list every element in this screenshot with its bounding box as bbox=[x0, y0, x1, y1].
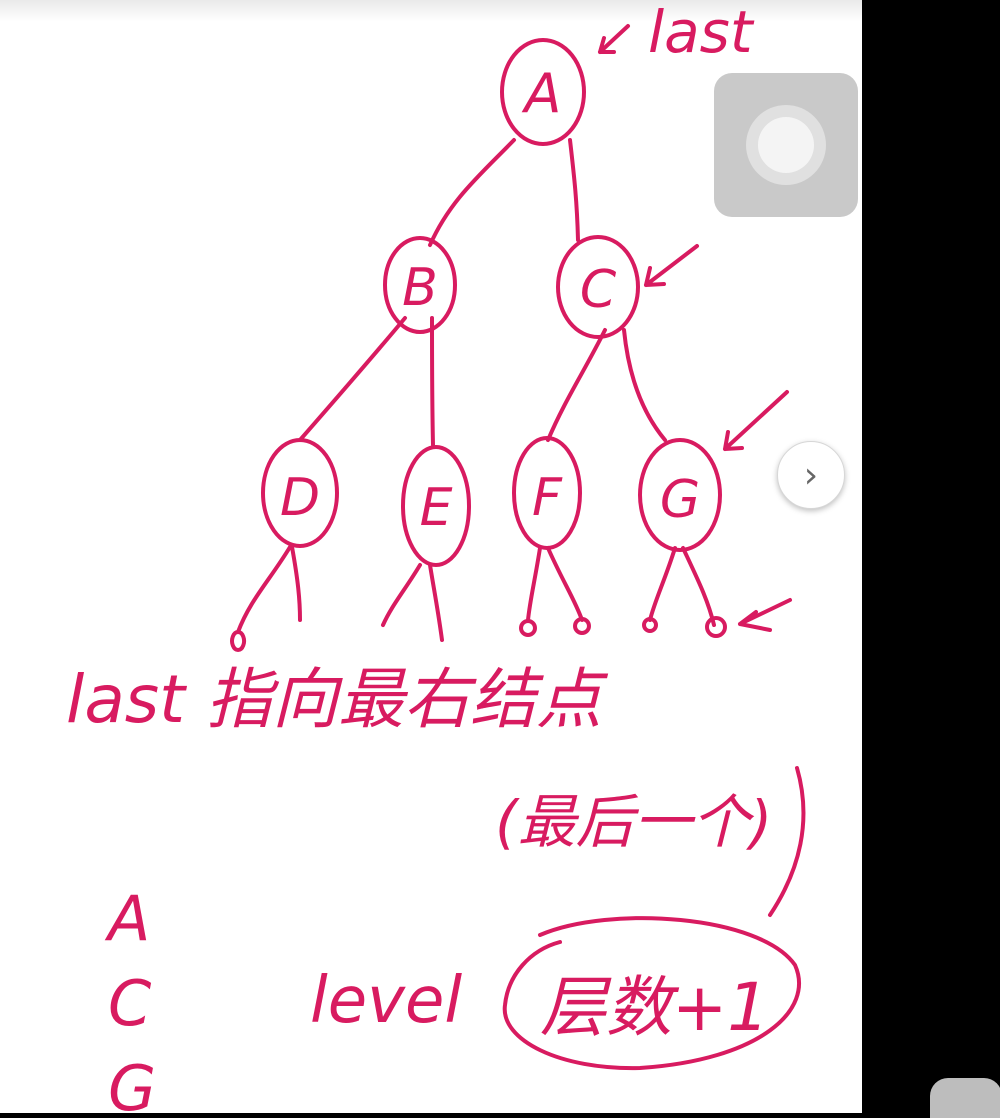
null-links-d bbox=[230, 545, 302, 652]
node-d-circle bbox=[261, 438, 339, 548]
node-c-label: C bbox=[580, 260, 617, 320]
edge-b-e bbox=[430, 316, 435, 447]
null-circle-1 bbox=[519, 619, 537, 637]
null-circle-3 bbox=[642, 617, 658, 633]
chevron-right-icon: › bbox=[803, 454, 819, 496]
node-b-circle bbox=[383, 236, 457, 334]
edge-c-g bbox=[622, 328, 667, 442]
node-g-circle bbox=[638, 438, 722, 552]
node-a-circle bbox=[500, 38, 586, 146]
arrow-to-c bbox=[644, 244, 699, 287]
node-e-circle bbox=[401, 445, 471, 567]
edge-b-d bbox=[298, 316, 407, 442]
edge-c-f bbox=[546, 328, 607, 442]
node-a-label: A bbox=[522, 62, 562, 125]
last-pointer-label: last bbox=[648, 0, 755, 66]
left-column-item-3: G bbox=[108, 1052, 156, 1113]
node-b-label: B bbox=[402, 258, 438, 318]
bracket-connector bbox=[768, 766, 806, 917]
level-note-ring bbox=[502, 916, 801, 1071]
arrow-to-a bbox=[598, 24, 630, 54]
handwriting-layer: A B C D E F G last last 指向最右结点 (最后一个) A … bbox=[66, 0, 806, 1113]
level-word: level bbox=[310, 964, 462, 1038]
note-line-1: last 指向最右结点 bbox=[66, 661, 609, 738]
node-d-label: D bbox=[280, 468, 320, 528]
left-column-item-2: C bbox=[108, 967, 152, 1040]
arrow-to-null bbox=[738, 598, 792, 632]
app-logo-icon bbox=[930, 1078, 1000, 1118]
null-links-g bbox=[648, 546, 716, 627]
node-c-circle bbox=[556, 235, 640, 339]
left-column-item-1: A bbox=[104, 882, 150, 955]
level-note: 层数+1 bbox=[540, 969, 769, 1046]
edge-a-b bbox=[428, 138, 516, 247]
node-e-label: E bbox=[420, 478, 453, 538]
node-g-label: G bbox=[660, 470, 700, 530]
edge-a-c bbox=[568, 138, 580, 242]
null-circle-4 bbox=[705, 616, 727, 638]
node-f-label: F bbox=[532, 468, 563, 528]
null-links-e bbox=[381, 563, 444, 642]
arrow-to-g bbox=[723, 390, 789, 451]
note-line-2: (最后一个) bbox=[495, 788, 772, 856]
null-circle-2 bbox=[573, 617, 591, 635]
next-page-button[interactable]: › bbox=[777, 441, 845, 509]
assistive-touch-core bbox=[758, 117, 814, 173]
assistive-touch-button[interactable] bbox=[714, 73, 858, 217]
null-links-f bbox=[526, 546, 584, 622]
top-edge-shade bbox=[0, 0, 862, 22]
